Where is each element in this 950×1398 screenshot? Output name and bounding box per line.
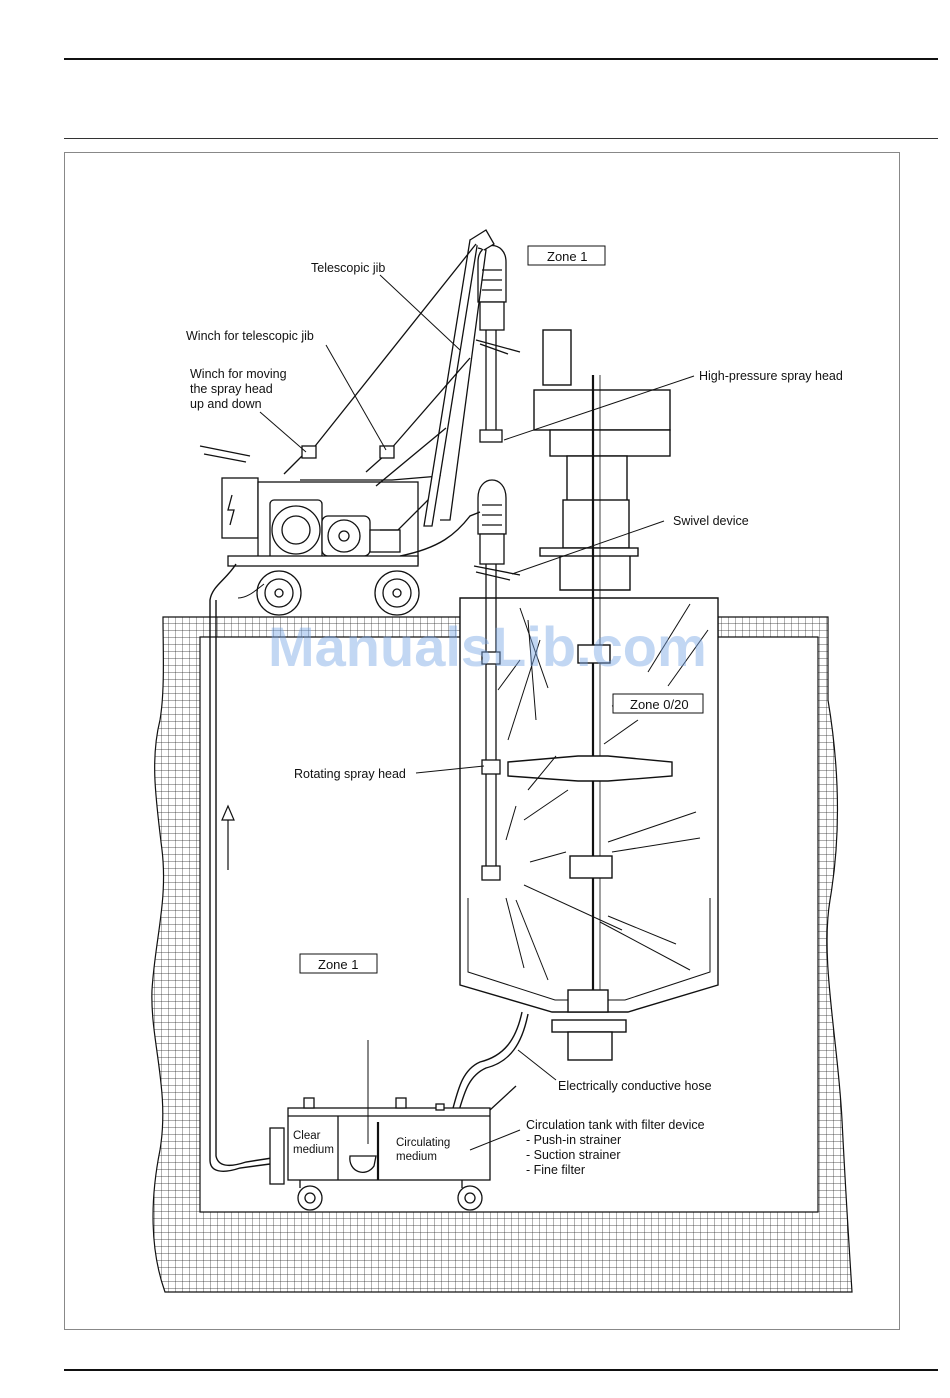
- rotating-head-low: [481, 865, 501, 881]
- telescopic-jib: [283, 229, 495, 527]
- vessel-outlet: [567, 1031, 613, 1061]
- figure-frame: [64, 152, 900, 1330]
- label-telescopic-jib: Telescopic jib: [311, 261, 385, 275]
- spray-lance: [481, 330, 501, 881]
- label-suction-strainer: - Suction strainer: [526, 1148, 620, 1162]
- shaft-coupling-lower: [569, 855, 613, 879]
- rotating-head-mid: [481, 759, 501, 775]
- label-circulating-medium-line2: medium: [396, 1151, 437, 1163]
- agitator-lantern: [566, 455, 628, 502]
- leader-lines: [259, 274, 695, 1151]
- label-winch-moving-line1: Winch for moving: [190, 367, 287, 381]
- vessel-outlet-flange: [551, 1019, 627, 1033]
- label-circulation-tank: Circulation tank with filter device: [526, 1118, 705, 1132]
- footer-rule: [64, 1369, 938, 1371]
- circulation-tank: [269, 1085, 517, 1211]
- spray-head-assemblies: [473, 245, 521, 581]
- zone-boxes: [299, 245, 704, 974]
- watermark: ManualsLib.com: [268, 615, 707, 678]
- label-push-in-strainer: - Push-in strainer: [526, 1133, 621, 1147]
- label-circulating-medium-line1: Circulating: [396, 1137, 450, 1149]
- impeller-blade: [507, 755, 673, 782]
- agitator-gearbox: [533, 389, 671, 431]
- header-rule-top: [64, 58, 938, 60]
- header-rule-bottom: [64, 138, 938, 139]
- zone-label-top: Zone 1: [547, 249, 587, 264]
- agitator-bracket: [559, 556, 631, 591]
- label-fine-filter: - Fine filter: [526, 1163, 585, 1177]
- pit-ground-hatch: [151, 616, 853, 1293]
- shaft-coupling-upper: [577, 644, 611, 664]
- zone-label-bottom: Zone 1: [318, 957, 358, 972]
- vessel-nozzle: [567, 989, 609, 1013]
- agitator-motor: [542, 329, 572, 386]
- label-clear-medium-line1: Clear: [293, 1130, 321, 1142]
- zone-label-vessel: Zone 0/20: [630, 697, 689, 712]
- flow-arrow: [221, 804, 235, 870]
- label-swivel-device: Swivel device: [673, 514, 749, 528]
- label-winch-moving-line2: the spray head: [190, 382, 273, 396]
- agitator-seal: [562, 499, 630, 549]
- label-clear-medium-line2: medium: [293, 1144, 334, 1156]
- label-rotating-head: Rotating spray head: [294, 767, 406, 781]
- hoses: [209, 511, 529, 1172]
- label-conductive-hose: Electrically conductive hose: [558, 1079, 712, 1093]
- agitator-flange: [549, 429, 671, 457]
- agitator-mount: [539, 547, 639, 557]
- label-winch-telescopic-jib: Winch for telescopic jib: [186, 329, 314, 343]
- spray-jets: [497, 603, 709, 981]
- rotating-head-top: [481, 651, 501, 665]
- label-winch-moving-line3: up and down: [190, 397, 262, 411]
- label-high-pressure-head: High-pressure spray head: [699, 369, 843, 383]
- mobile-cleaning-unit: [199, 445, 442, 616]
